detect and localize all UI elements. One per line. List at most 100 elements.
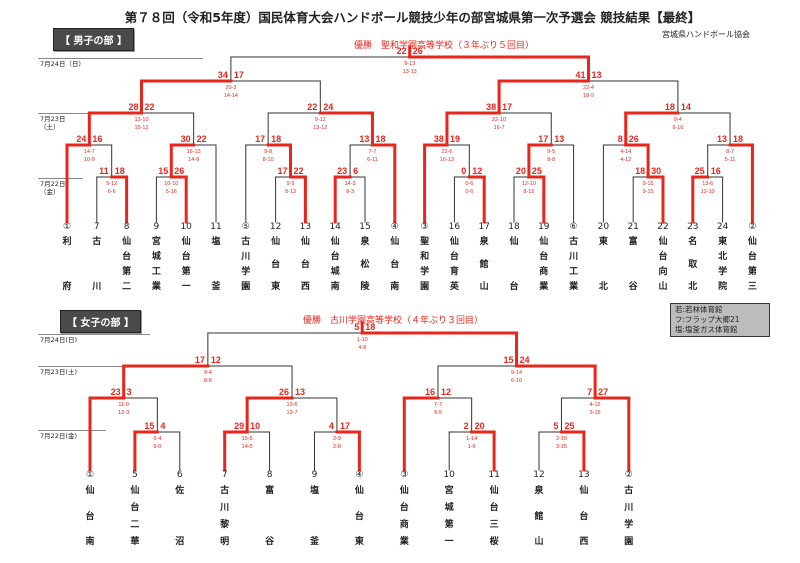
team-name-char: 西 xyxy=(579,537,589,547)
team-name-char: 学 xyxy=(420,267,430,277)
team-name-char: 南 xyxy=(85,537,95,547)
team-seed: 7 xyxy=(221,470,228,480)
half-score: 9-4 xyxy=(204,370,212,376)
half-score: 22-6 xyxy=(441,149,452,155)
team-name-char: 川 xyxy=(220,503,230,513)
half-score: 9-5 xyxy=(547,149,555,155)
score-left: 17 xyxy=(255,134,265,144)
score-right: 26 xyxy=(629,134,639,144)
score-left: 23 xyxy=(337,166,347,176)
team-name-char: 向 xyxy=(658,267,668,277)
team-name-char: 南 xyxy=(330,282,340,292)
team-seed: 23 xyxy=(687,222,699,232)
half-score: 6-11 xyxy=(367,157,378,163)
score-left: 38 xyxy=(486,102,496,112)
date-divider xyxy=(38,58,203,59)
score-left: 22 xyxy=(307,102,317,112)
score-right: 13 xyxy=(295,387,305,397)
team-seed: ② xyxy=(624,470,633,480)
half-score: 4-12 xyxy=(590,402,601,408)
half-score: 14-14 xyxy=(224,93,238,99)
team-name-char: 沼 xyxy=(175,537,185,547)
half-score: 14-3 xyxy=(345,181,356,187)
team-name-char: 泉 xyxy=(360,237,370,247)
team: 5 仙台二華 xyxy=(125,470,145,547)
team-name: 仙台第二 xyxy=(117,234,137,292)
half-score: 9-9 xyxy=(287,181,295,187)
men-section-label: 【 男子の部 】 xyxy=(53,28,134,51)
team-name-char: 第 xyxy=(181,267,191,277)
team-name-char: 台 xyxy=(85,511,95,522)
team-name-char: 台 xyxy=(390,259,400,270)
team-name-char: 業 xyxy=(539,282,549,292)
team-name: 仙台三桜 xyxy=(484,483,504,547)
team-name-char: 台 xyxy=(130,503,140,513)
team-name: 聖和学園 xyxy=(415,234,435,292)
team-seed: 5 xyxy=(132,470,138,480)
team-name: 仙台商業 xyxy=(394,483,414,547)
half-score: 5-16 xyxy=(166,189,177,195)
team-seed: 17 xyxy=(478,222,490,232)
women-section-label: 【 女子の部 】 xyxy=(60,310,141,333)
score-right: 18 xyxy=(365,322,375,332)
team-name-char: 東 xyxy=(718,237,728,247)
score-left: 15 xyxy=(158,166,168,176)
half-score: 9-0 xyxy=(153,444,161,450)
team-name-char: 仙 xyxy=(130,486,140,496)
half-score: 19-9 xyxy=(583,93,594,99)
team-name-char: 黎 xyxy=(220,520,230,530)
team-seed: ③ xyxy=(400,470,409,480)
half-score: 8-8 xyxy=(547,157,555,163)
score-right: 27 xyxy=(598,387,608,397)
half-score: 10-9 xyxy=(84,157,95,163)
half-score: 10-10 xyxy=(164,181,178,187)
team-name: 東北 xyxy=(593,234,613,292)
team-name-char: 工 xyxy=(151,267,161,277)
team-seed: 7 xyxy=(93,222,100,232)
team-name-char: 南 xyxy=(390,282,400,292)
score-left: 28 xyxy=(128,102,138,112)
team-name-char: 台 xyxy=(747,252,757,262)
team-name-char: 仙 xyxy=(300,237,310,247)
half-score: 8-8 xyxy=(204,378,212,384)
half-score: 16-13 xyxy=(440,157,454,163)
team-name-char: 泉 xyxy=(534,486,544,496)
team-name-char: 山 xyxy=(479,282,489,292)
team-name-char: 北 xyxy=(718,252,728,262)
half-score: 13-13 xyxy=(403,69,417,75)
half-score: 15-12 xyxy=(134,125,148,131)
half-score: 9-15 xyxy=(643,181,654,187)
team-name: 仙台南 xyxy=(385,234,405,292)
score-right: 18 xyxy=(115,166,125,176)
team-name: 塩釜 xyxy=(206,234,226,292)
team-name-char: 業 xyxy=(569,282,579,292)
team-name-char: 台 xyxy=(330,252,340,262)
score-left: 18 xyxy=(635,166,645,176)
half-score: 9-4 xyxy=(674,117,682,123)
team-name: 古川黎明 xyxy=(215,483,235,547)
team-name-char: 三 xyxy=(747,282,757,292)
men-date-final: 7月24日（日） xyxy=(40,60,85,68)
team-name: 宮城工業 xyxy=(146,234,166,292)
team-name: 仙台西 xyxy=(574,483,594,547)
score-right: 20 xyxy=(475,421,485,431)
team-name-char: 東 xyxy=(354,537,364,547)
team-name: 仙台二華 xyxy=(125,483,145,547)
half-score: 6-6 xyxy=(108,189,116,195)
team-name-char: 塩 xyxy=(309,486,319,496)
score-left: 17 xyxy=(538,134,548,144)
team-name-char: 仙 xyxy=(747,237,757,247)
men-date-day2: 7月23日 （土） xyxy=(40,115,66,131)
team-name-char: 桜 xyxy=(489,537,499,547)
team-name-char: 川 xyxy=(569,252,579,262)
